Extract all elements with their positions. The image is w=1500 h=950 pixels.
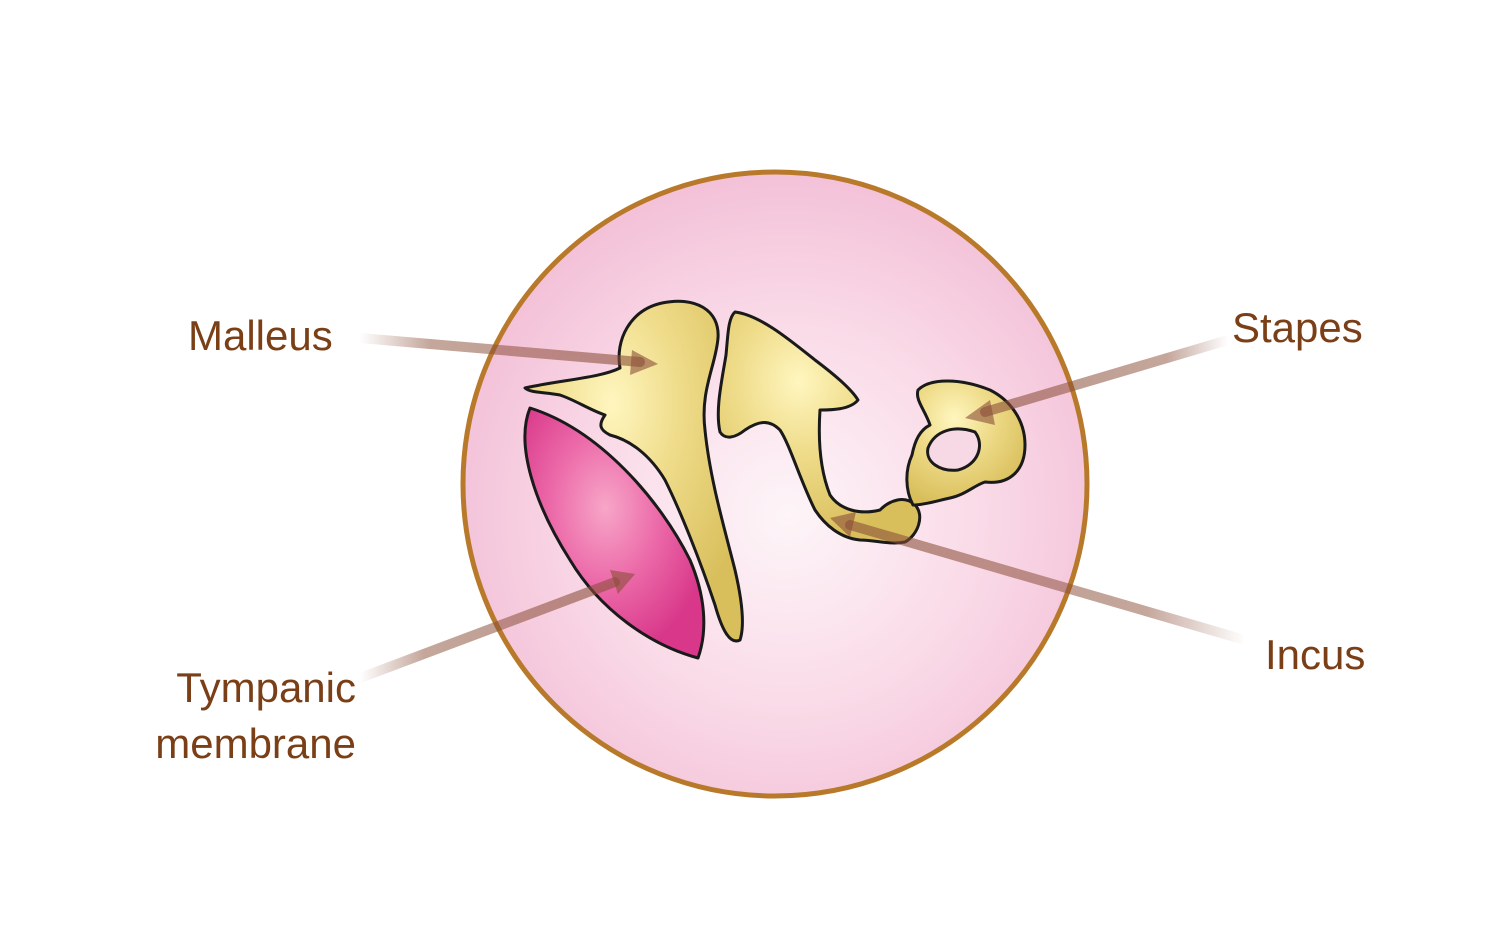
label-malleus: Malleus [188, 312, 333, 359]
middle-ear-circle [460, 169, 1090, 799]
pointer-malleus [355, 333, 658, 375]
tympanic-membrane-shape [523, 406, 706, 660]
label-stapes: Stapes [1232, 304, 1363, 351]
pointer-incus [830, 512, 1250, 645]
malleus-shape [523, 299, 744, 643]
pointer-stapes [965, 335, 1233, 425]
label-incus: Incus [1265, 631, 1366, 678]
label-tympanic-line2: membrane [155, 720, 356, 767]
pointer-tympanic-membrane [355, 570, 635, 683]
label-tympanic-line1: Tympanic [176, 664, 356, 711]
label-tympanic-membrane: Tympanic membrane [128, 660, 356, 772]
